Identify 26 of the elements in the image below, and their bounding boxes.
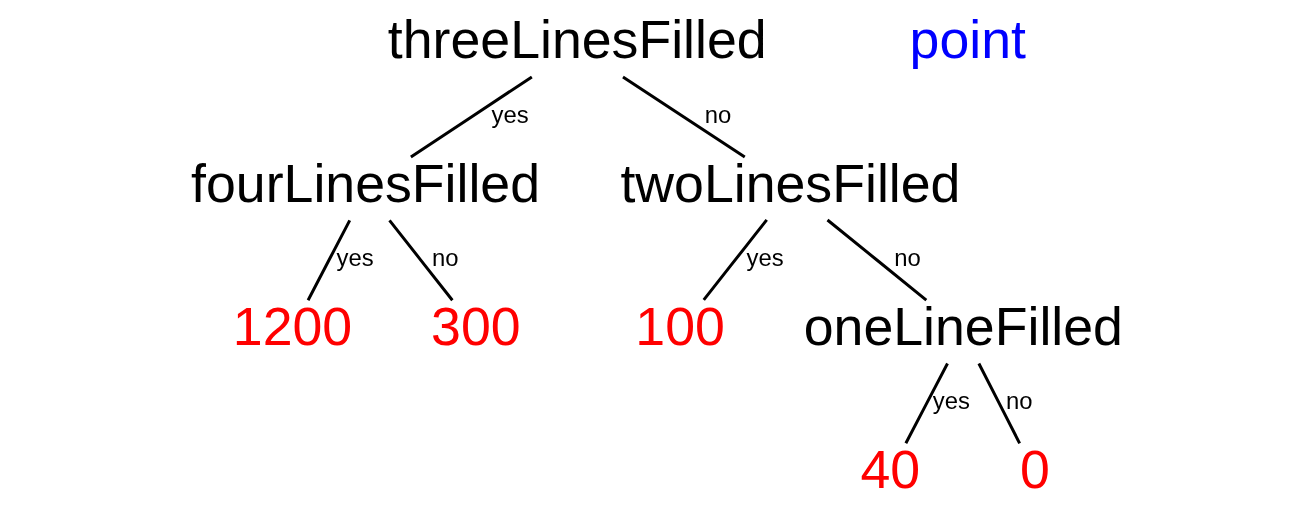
node-text: 40 xyxy=(860,438,921,499)
connector xyxy=(904,362,949,444)
node-text: 300 xyxy=(431,295,521,356)
connector xyxy=(306,219,352,301)
connector xyxy=(388,219,454,302)
node-text: oneLineFilled xyxy=(803,295,1123,356)
connector xyxy=(702,219,768,301)
connector xyxy=(410,75,533,159)
edge-label: no xyxy=(432,243,459,271)
connector xyxy=(977,362,1021,444)
edge-label: no xyxy=(704,100,732,128)
node-text: threeLinesFilled xyxy=(387,9,767,70)
node-text: 0 xyxy=(1019,438,1050,499)
edge-label: yes xyxy=(336,243,374,271)
node-text: 100 xyxy=(635,295,725,356)
edge-label: no xyxy=(894,243,921,271)
edge-label: yes xyxy=(491,100,529,128)
node-text: 1200 xyxy=(232,295,353,356)
node-text: fourLinesFilled xyxy=(191,152,541,213)
edge-label: yes xyxy=(746,243,784,271)
connector xyxy=(826,218,928,302)
edge-label: yes xyxy=(932,386,970,414)
edge-label: no xyxy=(1005,386,1033,414)
node-text: twoLinesFilled xyxy=(620,152,961,213)
label: point xyxy=(909,9,1026,70)
connector xyxy=(622,75,746,159)
